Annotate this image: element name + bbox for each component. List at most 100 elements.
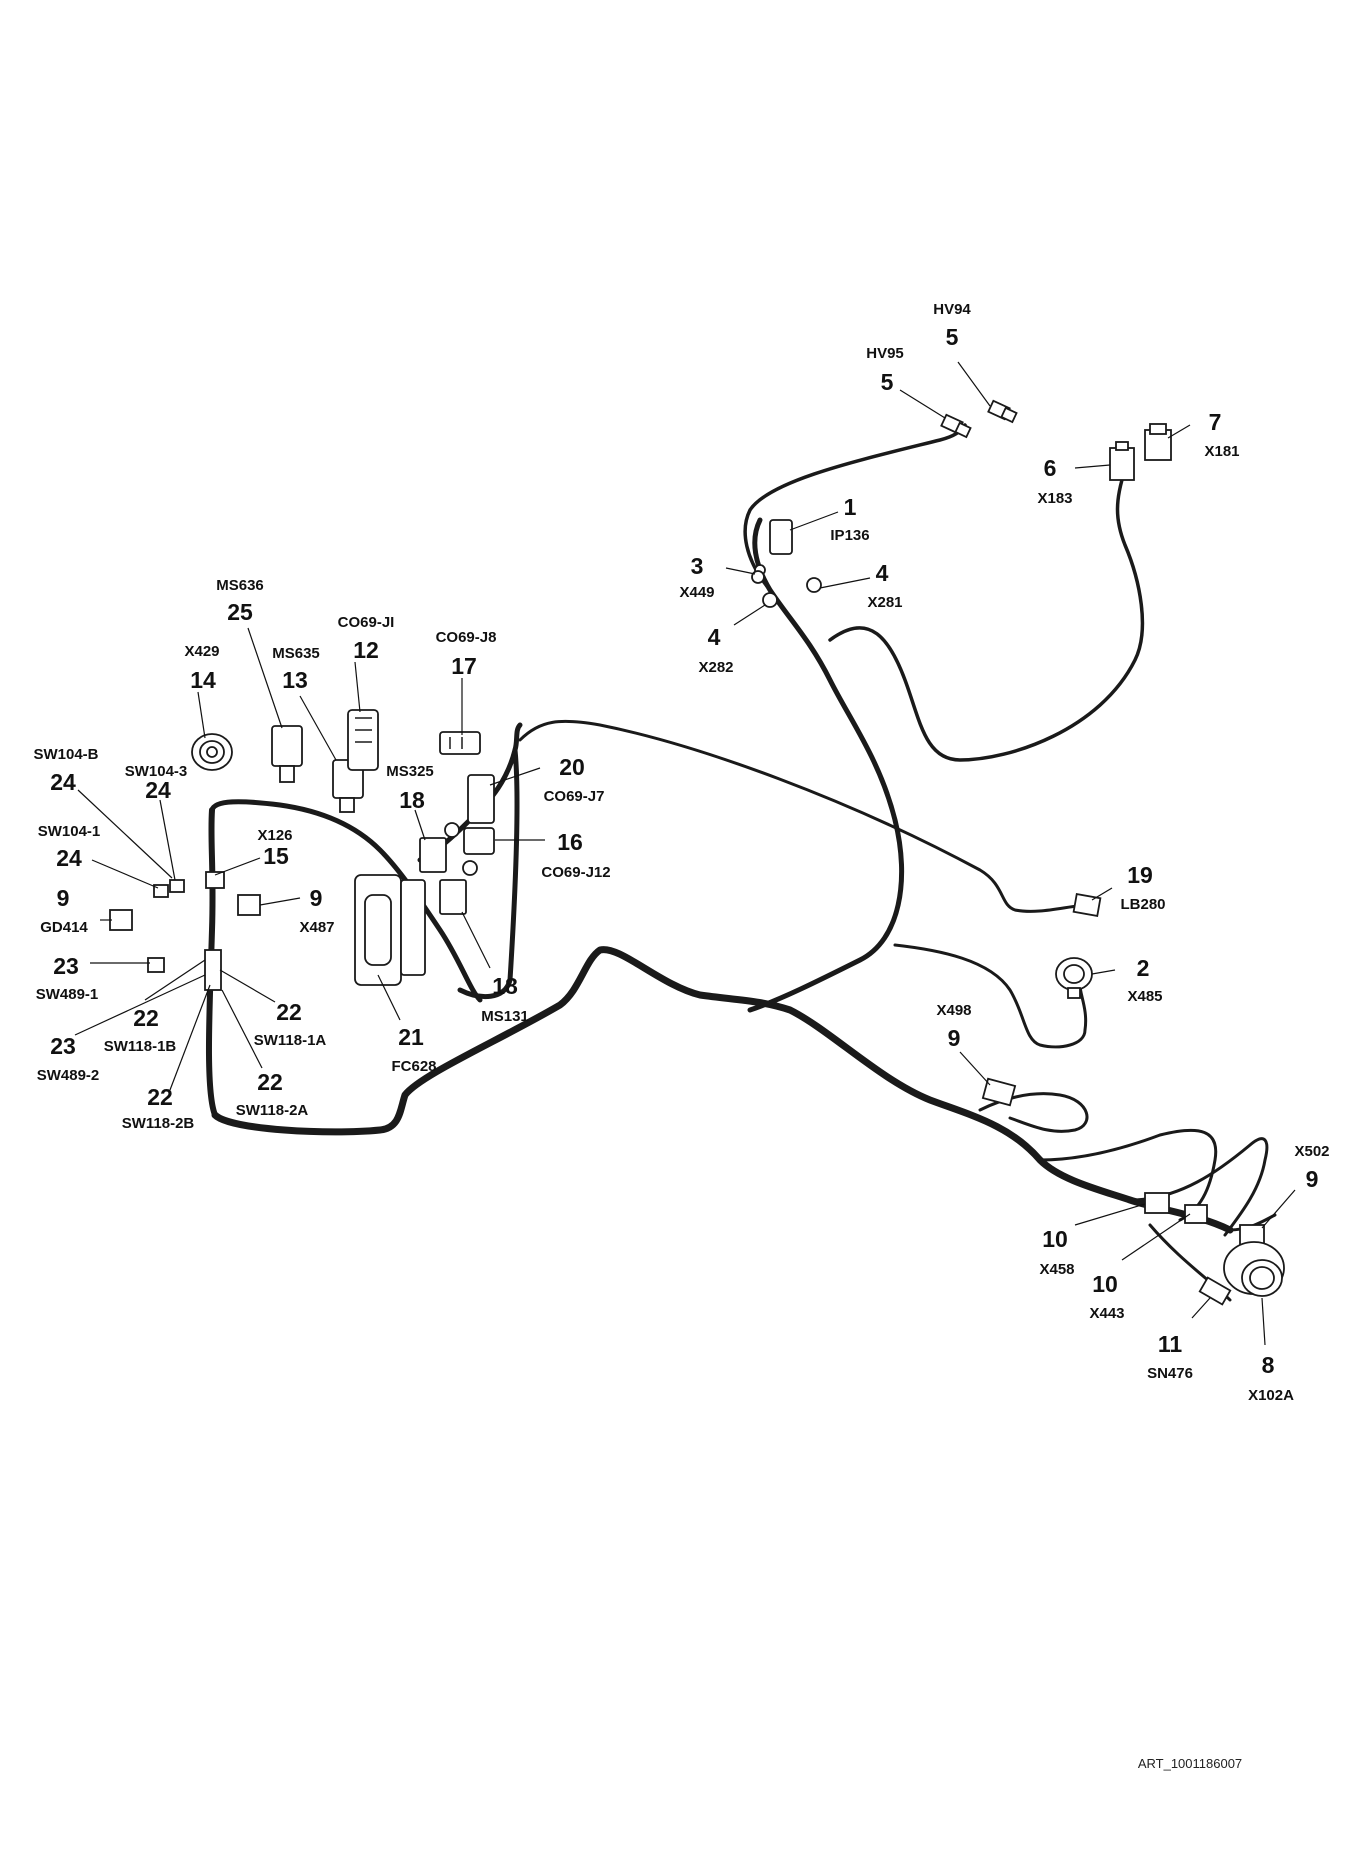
x429-round-connector xyxy=(191,733,233,771)
ms131-fuse xyxy=(439,860,478,915)
callout-number: 22 xyxy=(147,1084,173,1110)
sw489-1-switch xyxy=(147,957,165,973)
callout-code: SW118-2A xyxy=(236,1102,309,1119)
callout-code: X282 xyxy=(698,659,733,676)
callout-number: 4 xyxy=(708,624,721,650)
callout-code: X443 xyxy=(1089,1305,1124,1322)
callout-number: 14 xyxy=(190,667,216,693)
callout-code: IP136 xyxy=(830,527,869,544)
callout-code: CO69-J7 xyxy=(544,788,605,805)
callout-code: SN476 xyxy=(1147,1365,1193,1382)
x485-round-connector xyxy=(1055,957,1093,999)
callout-number: 9 xyxy=(57,885,70,911)
callout-code: X126 xyxy=(257,827,292,844)
callout-code: SW104-B xyxy=(33,746,98,763)
ip136-component xyxy=(754,519,793,576)
callout-code: SW104-1 xyxy=(38,823,101,840)
callout-code: X502 xyxy=(1294,1143,1329,1160)
x443-connector xyxy=(1184,1204,1208,1224)
callout-code: SW118-1B xyxy=(104,1038,177,1055)
callout-number: 5 xyxy=(946,324,959,350)
callout-number: 9 xyxy=(310,885,323,911)
callout-number: 4 xyxy=(876,560,889,586)
callout-number: 18 xyxy=(492,973,518,999)
callout-number: 15 xyxy=(263,843,289,869)
callout-number: 24 xyxy=(145,777,171,803)
hv94-connector xyxy=(987,399,1018,424)
callout-number: 10 xyxy=(1042,1226,1068,1252)
callout-code: HV95 xyxy=(866,345,904,362)
callout-code: SW489-1 xyxy=(36,986,99,1003)
callout-code: LB280 xyxy=(1120,896,1165,913)
co69-ji-connector xyxy=(347,709,379,771)
callout-number: 18 xyxy=(399,787,425,813)
callout-code: SW118-1A xyxy=(254,1032,327,1049)
callout-number: 23 xyxy=(50,1033,76,1059)
callout-number: 12 xyxy=(353,637,379,663)
x281-terminal xyxy=(806,577,822,593)
callout-number: 11 xyxy=(1158,1331,1183,1357)
callout-code: CO69-J12 xyxy=(541,864,610,881)
sn476-sensor xyxy=(1198,1276,1232,1306)
harness-bundles xyxy=(205,423,1277,1302)
callout-number: 7 xyxy=(1209,409,1222,435)
callout-code: X281 xyxy=(867,594,902,611)
callout-code: MS636 xyxy=(216,577,264,594)
callout-number: 1 xyxy=(844,494,857,520)
callout-code: X181 xyxy=(1204,443,1239,460)
x458-connector xyxy=(1144,1192,1170,1214)
ms636-relay xyxy=(271,725,303,783)
callout-code: X429 xyxy=(184,643,219,660)
gd414-diode xyxy=(109,909,133,931)
callout-code: SW489-2 xyxy=(37,1067,100,1084)
callout-code: CO69-J8 xyxy=(436,629,497,646)
callout-number: 9 xyxy=(1306,1166,1319,1192)
callout-code: MS325 xyxy=(386,763,434,780)
ms325-fuse xyxy=(419,822,460,873)
hv95-connector xyxy=(940,413,972,439)
x487-connector xyxy=(237,894,261,916)
co69-j7-connector xyxy=(467,774,495,824)
callout-number: 22 xyxy=(257,1069,283,1095)
x449-terminal xyxy=(751,570,765,584)
callout-code: SW104-3 xyxy=(125,763,188,780)
callout-code: MS635 xyxy=(272,645,320,662)
sw118-switch-block xyxy=(204,949,222,991)
x282-terminal xyxy=(762,592,778,608)
co69-j8-connector xyxy=(439,731,481,755)
x498-connector xyxy=(981,1077,1017,1107)
leader-lines xyxy=(74,361,1296,1346)
callout-code: X485 xyxy=(1127,988,1162,1005)
callout-code: X458 xyxy=(1039,1261,1074,1278)
components xyxy=(109,399,1285,1306)
x126-connector xyxy=(205,871,225,889)
callout-number: 23 xyxy=(53,953,79,979)
callout-number: 19 xyxy=(1127,862,1153,888)
callout-code: X487 xyxy=(299,919,334,936)
callout-number: 6 xyxy=(1044,455,1057,481)
callout-code: HV94 xyxy=(933,301,971,318)
callout-code: GD414 xyxy=(40,919,88,936)
callout-code: X498 xyxy=(936,1002,971,1019)
callout-number: 3 xyxy=(691,553,704,579)
callout-number: 9 xyxy=(948,1025,961,1051)
callout-code: CO69-JI xyxy=(338,614,395,631)
sw104-b-switch xyxy=(169,879,185,893)
callout-number: 17 xyxy=(451,653,477,679)
x183-connector xyxy=(1109,441,1135,481)
co69-j12-connector xyxy=(463,827,495,855)
callout-number: 21 xyxy=(398,1024,424,1050)
fc628-fuse-block xyxy=(354,874,426,986)
callout-code: X102A xyxy=(1248,1387,1294,1404)
callout-number: 13 xyxy=(282,667,308,693)
art-reference-id: ART_1001186007 xyxy=(1138,1756,1242,1771)
x102a-round-connector xyxy=(1223,1241,1285,1297)
callout-number: 20 xyxy=(559,754,585,780)
callout-code: SW118-2B xyxy=(122,1115,195,1132)
callout-code: X449 xyxy=(679,584,714,601)
callout-number: 25 xyxy=(227,599,253,625)
callout-number: 24 xyxy=(50,769,76,795)
callout-number: 22 xyxy=(133,1005,159,1031)
callout-number: 8 xyxy=(1262,1352,1275,1378)
